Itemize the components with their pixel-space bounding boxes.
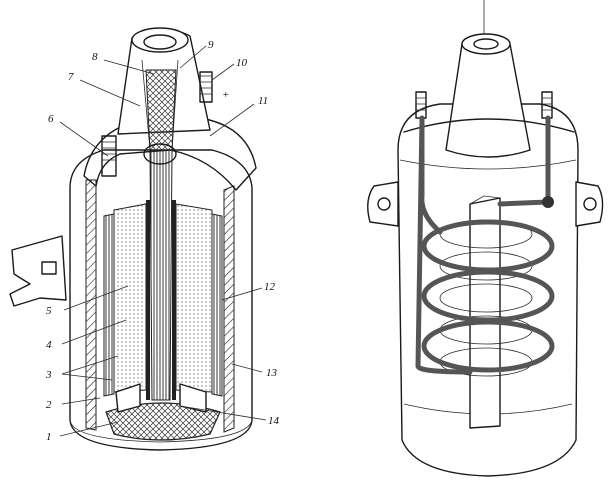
primary-winding xyxy=(103,213,115,397)
primary-coil-junction xyxy=(542,196,554,208)
callout-1: 1 xyxy=(46,431,52,443)
insulating-cap xyxy=(83,117,257,191)
callout-leaders xyxy=(59,45,267,437)
callout-9: 9 xyxy=(208,39,214,51)
bottom-insulator xyxy=(105,402,221,441)
callout-3: 3 xyxy=(45,369,52,381)
magnetic-core xyxy=(149,149,173,401)
tower-insert xyxy=(145,69,177,151)
schematic-tower xyxy=(445,36,531,158)
secondary-winding xyxy=(113,203,147,393)
callout-13: 13 xyxy=(266,367,278,379)
schematic-core xyxy=(469,197,501,429)
callout-11: 11 xyxy=(258,95,268,107)
callout-14: 14 xyxy=(268,415,280,427)
low-voltage-terminal-right xyxy=(199,71,213,103)
callout-6: 6 xyxy=(48,113,54,125)
callout-2: 2 xyxy=(46,399,52,411)
housing-wall-section xyxy=(85,179,97,431)
low-voltage-terminal-left xyxy=(101,135,117,177)
callout-7: 7 xyxy=(68,71,74,83)
bracket-nut xyxy=(41,261,57,275)
terminal-polarity-mark: + xyxy=(222,89,229,101)
schematic-coil-drawing xyxy=(367,0,604,477)
callout-5: 5 xyxy=(46,305,52,317)
callout-numbers: 1 2 3 4 5 6 7 8 9 10 11 12 13 14 xyxy=(45,39,280,443)
cutaway-coil-drawing: + xyxy=(9,27,280,451)
callout-10: 10 xyxy=(236,57,248,69)
mounting-bracket xyxy=(9,235,67,307)
schematic-primary-coil xyxy=(415,115,555,375)
callout-4: 4 xyxy=(46,339,52,351)
callout-12: 12 xyxy=(264,281,276,293)
callout-8: 8 xyxy=(92,51,98,63)
